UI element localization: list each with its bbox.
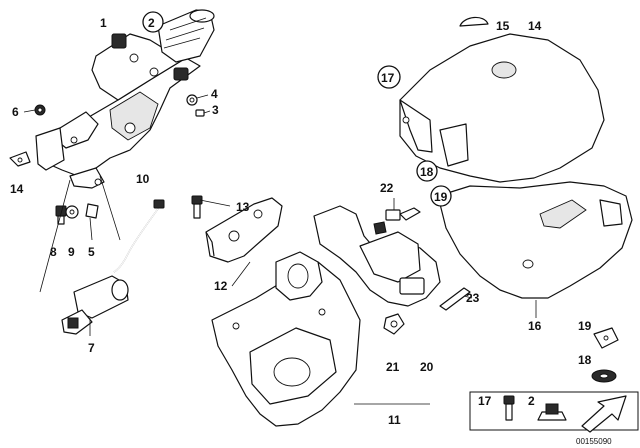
callout-7: 7 bbox=[88, 341, 95, 355]
callout-23: 23 bbox=[466, 291, 480, 305]
callout-5: 5 bbox=[88, 245, 95, 259]
callout-12: 12 bbox=[214, 279, 228, 293]
washer-4 bbox=[186, 94, 209, 106]
callout-10: 10 bbox=[136, 172, 150, 186]
callout-18: 18 bbox=[420, 165, 434, 179]
bolt-5 bbox=[85, 203, 99, 241]
nut-6 bbox=[23, 104, 46, 116]
bolt-8 bbox=[55, 205, 67, 225]
callout-18-right: 18 bbox=[578, 353, 592, 367]
ignition-bracket bbox=[313, 205, 441, 335]
callout-9: 9 bbox=[68, 245, 75, 259]
clip-14-left bbox=[9, 151, 31, 167]
arrow-icon bbox=[581, 395, 627, 433]
steering-shaft bbox=[157, 9, 215, 63]
cable-10 bbox=[113, 199, 165, 273]
callout-15: 15 bbox=[496, 19, 510, 33]
callout-14-left: 14 bbox=[10, 182, 24, 196]
callout-11: 11 bbox=[388, 413, 401, 427]
callout-13: 13 bbox=[236, 200, 250, 214]
motor-7 bbox=[61, 275, 129, 336]
callout-1: 1 bbox=[100, 16, 107, 30]
legend-nut bbox=[537, 403, 567, 421]
lower-trim-cover bbox=[437, 181, 633, 318]
diagram-id: 00155090 bbox=[576, 437, 612, 446]
callout-8: 8 bbox=[50, 245, 57, 259]
callout-3: 3 bbox=[212, 103, 219, 117]
bracket-11 bbox=[211, 251, 430, 427]
callout-22: 22 bbox=[380, 181, 394, 195]
pin-23 bbox=[439, 287, 473, 311]
screw-13 bbox=[191, 195, 231, 219]
callout-19-right: 19 bbox=[578, 319, 592, 333]
connector-22 bbox=[373, 198, 421, 235]
callout-2: 2 bbox=[148, 16, 155, 30]
cap-15 bbox=[459, 16, 489, 27]
bracket-12 bbox=[205, 197, 283, 287]
callout-20: 20 bbox=[420, 360, 434, 374]
callout-21: 21 bbox=[386, 360, 400, 374]
callout-6: 6 bbox=[12, 105, 19, 119]
legend-frame bbox=[469, 391, 639, 433]
column-lower-bracket bbox=[35, 127, 105, 189]
callout-17: 17 bbox=[381, 71, 395, 85]
callout-17-legend: 17 bbox=[478, 394, 492, 408]
callout-labels: 1 2 4 3 6 14 10 8 9 5 7 13 12 11 21 20 2… bbox=[10, 11, 612, 446]
legend-screw bbox=[503, 395, 515, 421]
callout-16: 16 bbox=[528, 319, 542, 333]
clip-19 bbox=[593, 327, 619, 349]
callout-14-right: 14 bbox=[528, 19, 542, 33]
callout-2-legend: 2 bbox=[528, 394, 535, 408]
steering-column-part bbox=[37, 33, 201, 177]
callout-19: 19 bbox=[434, 190, 448, 204]
bolt-3 bbox=[195, 109, 211, 117]
nut-9 bbox=[65, 205, 79, 219]
upper-trim-cover bbox=[399, 33, 605, 183]
callout-4: 4 bbox=[211, 87, 218, 101]
washer-18 bbox=[591, 369, 617, 383]
